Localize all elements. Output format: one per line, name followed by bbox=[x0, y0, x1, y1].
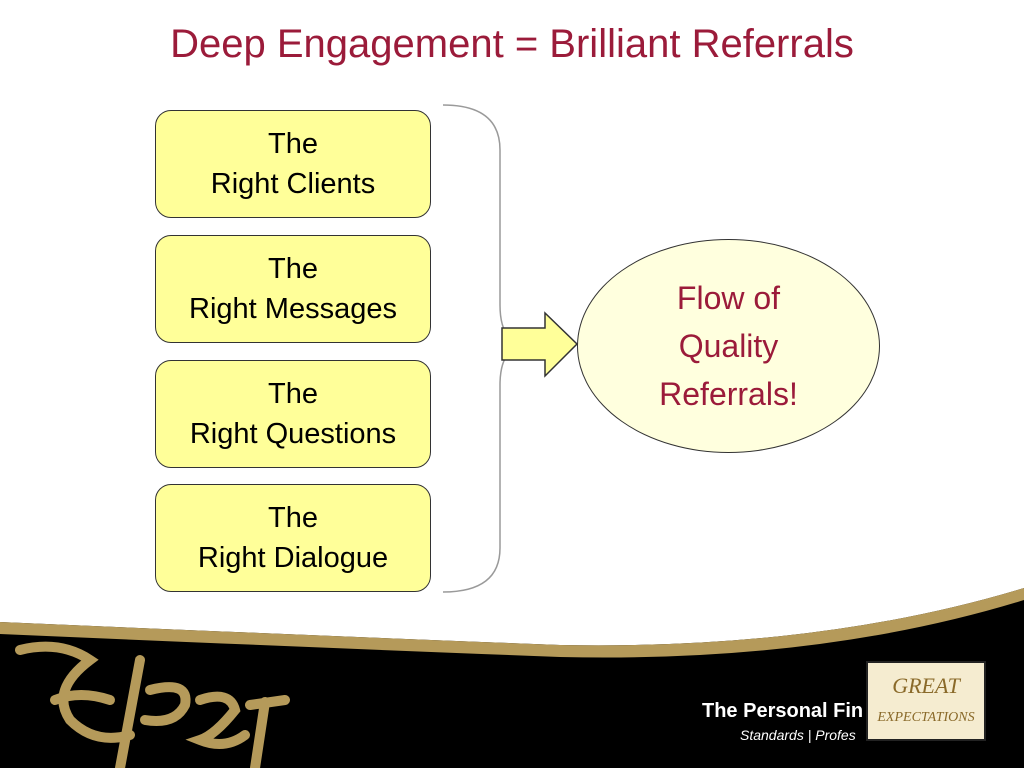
result-line1: Flow of bbox=[676, 280, 781, 316]
box-line1: The bbox=[268, 128, 318, 160]
box-right-dialogue: The Right Dialogue bbox=[155, 484, 431, 592]
footer-brand-line: The Personal Fina bbox=[702, 700, 862, 722]
logo-graphic: GREAT EXPECTATIONS bbox=[876, 673, 974, 725]
slide-title: Deep Engagement = Brilliant Referrals bbox=[170, 22, 854, 66]
result-line2: Quality bbox=[678, 328, 779, 364]
box-line1: The bbox=[268, 502, 318, 534]
box-line1: The bbox=[268, 253, 318, 285]
arrow-shape bbox=[501, 311, 579, 378]
footer-gold-stripe bbox=[0, 588, 1024, 658]
great-expectations-logo: GREAT EXPECTATIONS bbox=[866, 661, 986, 741]
logo-text-expectations: EXPECTATIONS bbox=[876, 710, 974, 725]
box-right-messages: The Right Messages bbox=[155, 235, 431, 343]
box-line2: Right Questions bbox=[189, 418, 397, 450]
footer-tagline: Standards | Profes bbox=[740, 727, 856, 743]
result-line3: Referrals! bbox=[659, 376, 798, 412]
logo-text-great: GREAT bbox=[892, 673, 961, 698]
result-ellipse: Flow of Quality Referrals! bbox=[577, 239, 880, 453]
box-line2: Right Messages bbox=[189, 293, 397, 325]
box-right-clients: The Right Clients bbox=[155, 110, 431, 218]
box-line1: The bbox=[268, 378, 318, 410]
box-line2: Right Clients bbox=[210, 168, 376, 200]
box-right-questions: The Right Questions bbox=[155, 360, 431, 468]
expect-watermark-logo bbox=[15, 641, 290, 768]
box-line2: Right Dialogue bbox=[197, 542, 389, 574]
